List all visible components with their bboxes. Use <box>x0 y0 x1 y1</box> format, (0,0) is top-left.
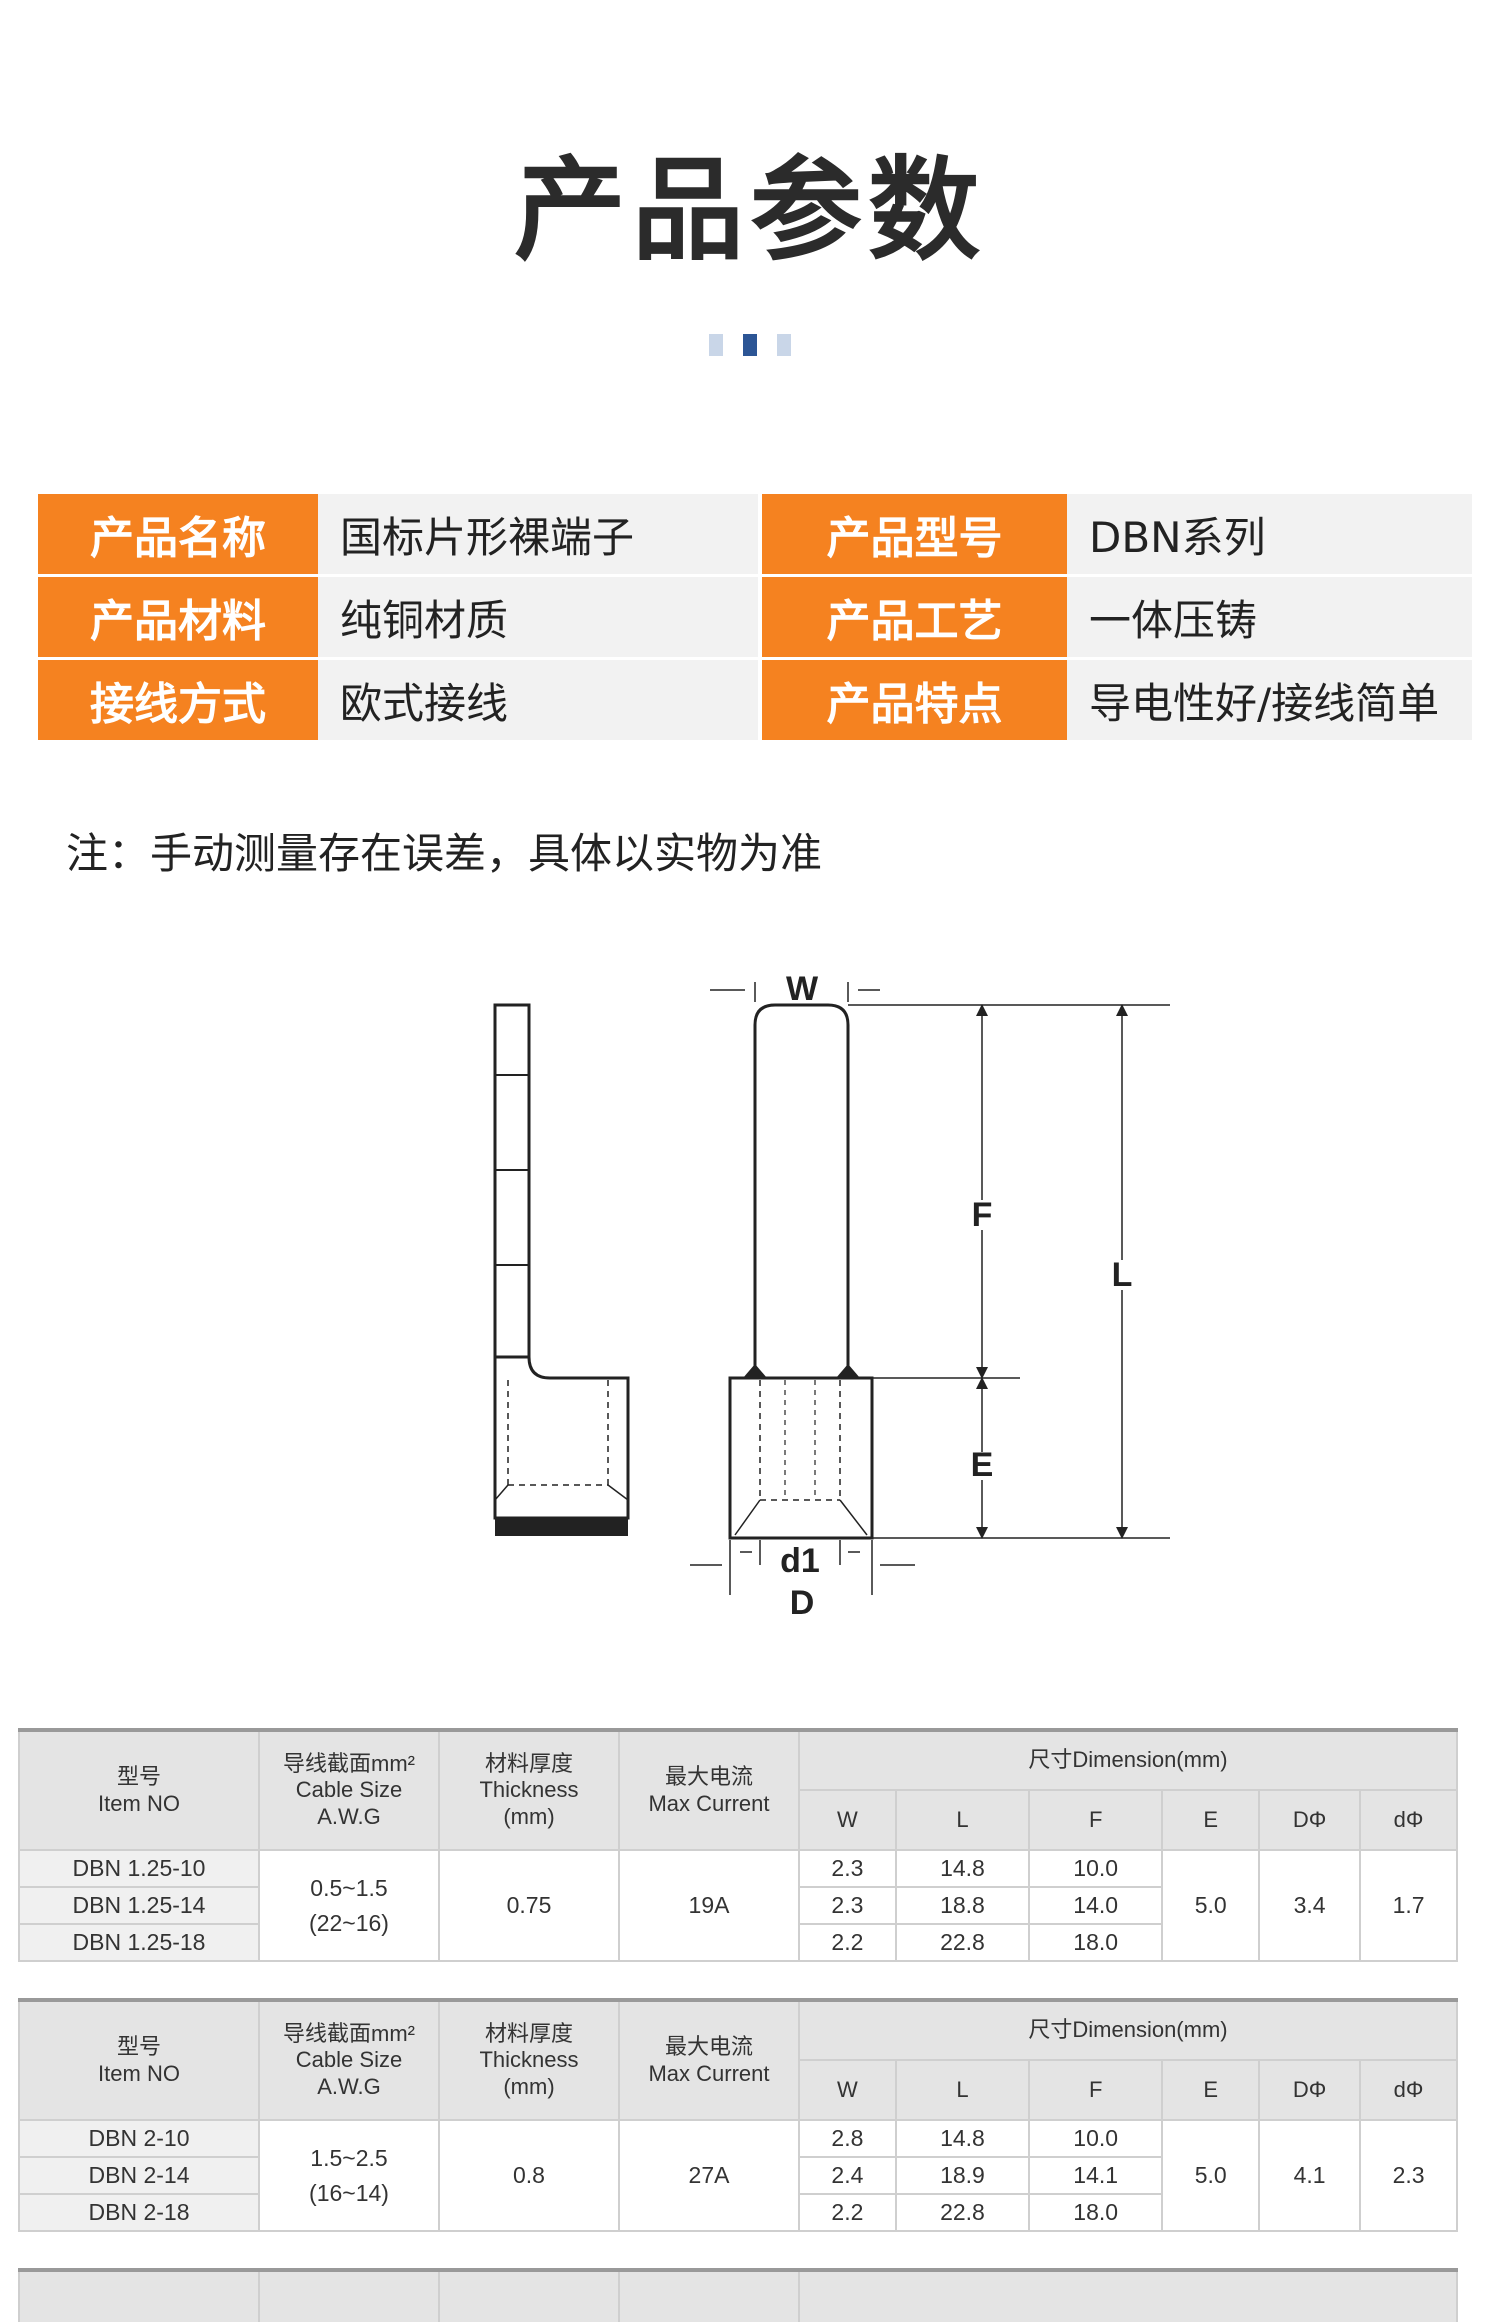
dim-f: 18.0 <box>1028 2193 1164 2232</box>
param-value: DBN系列 <box>1067 494 1472 574</box>
dim-f: 18.0 <box>1028 1923 1164 1962</box>
header-dimension: 尺寸Dimension(mm) <box>798 1999 1458 2061</box>
dim-w: 2.3 <box>798 1886 897 1925</box>
item-no: DBN 1.25-18 <box>18 1923 260 1962</box>
dim-e: 5.0 <box>1161 1849 1261 1962</box>
dim-w: 2.4 <box>798 2156 897 2195</box>
item-no: DBN 1.25-10 <box>18 1849 260 1888</box>
header-col: L <box>894 2059 1031 2121</box>
param-label: 产品材料 <box>38 577 318 657</box>
param-label: 产品型号 <box>762 494 1067 574</box>
header-thickness <box>438 2269 620 2322</box>
dim-d: 1.7 <box>1359 1849 1458 1962</box>
table-row: DBN 1.25-14 2.3 18.8 14.0 <box>18 1886 1457 1925</box>
dim-label-d1: d1 <box>780 1542 820 1580</box>
header-col: F <box>1028 2059 1164 2121</box>
header-col: L <box>894 1789 1031 1851</box>
params-row: 接线方式 欧式接线 产品特点 导电性好/接线简单 <box>38 660 1472 740</box>
header-col: W <box>798 2059 897 2121</box>
dim-label-f: F <box>972 1196 993 1234</box>
dim-w: 2.2 <box>798 1923 897 1962</box>
table-row: DBN 1.25-18 2.2 22.8 18.0 <box>18 1923 1457 1962</box>
param-value: 欧式接线 <box>318 660 758 740</box>
dim-l: 18.8 <box>894 1886 1031 1925</box>
dim-f: 10.0 <box>1028 2119 1164 2158</box>
dim-label-d: D <box>790 1584 815 1620</box>
header-col: dΦ <box>1359 2059 1458 2121</box>
param-label: 接线方式 <box>38 660 318 740</box>
header-col: DΦ <box>1258 2059 1362 2121</box>
dim-l: 14.8 <box>894 2119 1031 2158</box>
params-row: 产品名称 国标片形裸端子 产品型号 DBN系列 <box>38 494 1472 574</box>
header-col: dΦ <box>1359 1789 1458 1851</box>
dim-f: 10.0 <box>1028 1849 1164 1888</box>
title-divider <box>0 334 1500 356</box>
table-row: DBN 2-14 2.4 18.9 14.1 <box>18 2156 1457 2195</box>
dim-D: 3.4 <box>1258 1849 1362 1962</box>
header-dimension <box>798 2269 1458 2322</box>
dim-label-w: W <box>786 970 819 1008</box>
measurement-note: 注：手动测量存在误差，具体以实物为准 <box>66 829 823 878</box>
dim-l: 18.9 <box>894 2156 1031 2195</box>
header-col: DΦ <box>1258 1789 1362 1851</box>
param-label: 产品工艺 <box>762 577 1067 657</box>
dim-D: 4.1 <box>1258 2119 1362 2232</box>
header-dimension: 尺寸Dimension(mm) <box>798 1729 1458 1791</box>
dim-w: 2.8 <box>798 2119 897 2158</box>
dim-e: 5.0 <box>1161 2119 1261 2232</box>
params-row: 产品材料 纯铜材质 产品工艺 一体压铸 <box>38 577 1472 657</box>
max-current: 19A <box>618 1849 800 1962</box>
item-no: DBN 2-18 <box>18 2193 260 2232</box>
item-no: DBN 1.25-14 <box>18 1886 260 1925</box>
dim-label-l: L <box>1112 1256 1133 1294</box>
dim-w: 2.3 <box>798 1849 897 1888</box>
header-cable <box>258 2269 440 2322</box>
dim-w: 2.2 <box>798 2193 897 2232</box>
page-title: 产品参数 <box>514 146 986 276</box>
table-row: DBN 1.25-10 0.5~1.5(22~16) 0.75 19A 2.3 … <box>18 1849 1458 1962</box>
header-col: W <box>798 1789 897 1851</box>
dim-f: 14.1 <box>1028 2156 1164 2195</box>
dim-l: 22.8 <box>894 2193 1031 2232</box>
table-row: DBN 2-18 2.2 22.8 18.0 <box>18 2193 1457 2232</box>
max-current: 27A <box>618 2119 800 2232</box>
param-label: 产品名称 <box>38 494 318 574</box>
header-col: E <box>1161 1789 1261 1851</box>
dim-f: 14.0 <box>1028 1886 1164 1925</box>
terminal-dimension-diagram: W F L E d1 D <box>493 970 1170 1620</box>
thickness: 0.8 <box>438 2119 620 2232</box>
header-col: E <box>1161 2059 1261 2121</box>
dim-label-e: E <box>971 1446 994 1484</box>
header-col: F <box>1028 1789 1164 1851</box>
header-current <box>618 2269 800 2322</box>
param-label: 产品特点 <box>762 660 1067 740</box>
product-params-table: 产品名称 国标片形裸端子 产品型号 DBN系列 产品材料 纯铜材质 产品工艺 一… <box>38 494 1472 743</box>
spec-table-partial <box>18 2268 1458 2322</box>
cable-size: 0.5~1.5(22~16) <box>258 1849 440 1962</box>
table-row: DBN 2-10 1.5~2.5(16~14) 0.8 27A 2.8 14.8… <box>18 2119 1458 2232</box>
param-value: 纯铜材质 <box>318 577 758 657</box>
item-no: DBN 2-14 <box>18 2156 260 2195</box>
dim-d: 2.3 <box>1359 2119 1458 2232</box>
cable-size: 1.5~2.5(16~14) <box>258 2119 440 2232</box>
dim-l: 14.8 <box>894 1849 1031 1888</box>
item-no: DBN 2-10 <box>18 2119 260 2158</box>
param-value: 国标片形裸端子 <box>318 494 758 574</box>
header-item <box>18 2269 260 2322</box>
param-value: 一体压铸 <box>1067 577 1472 657</box>
thickness: 0.75 <box>438 1849 620 1962</box>
param-value: 导电性好/接线简单 <box>1067 660 1472 740</box>
dim-l: 22.8 <box>894 1923 1031 1962</box>
